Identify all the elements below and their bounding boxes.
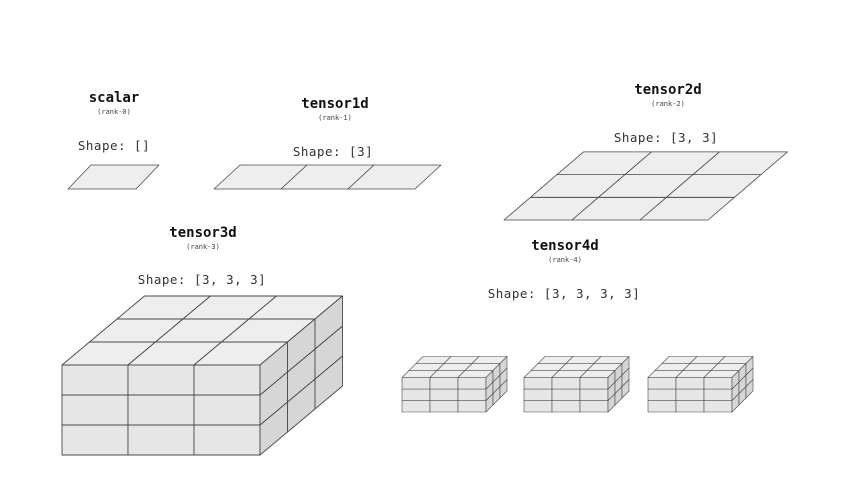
tensor4d-block-2-front-cell xyxy=(523,388,553,401)
tensor3d-front-cell xyxy=(127,364,195,396)
tensor3d-title: tensor3d xyxy=(169,225,237,241)
tensor4d-block-1-front-cell xyxy=(429,377,459,390)
tensor3d-front-cell xyxy=(61,424,129,456)
tensor4d-block-2-front-cell xyxy=(579,400,609,413)
scalar-shape: Shape: [] xyxy=(77,138,151,153)
tensor4d-block-2-side-cell xyxy=(621,356,630,376)
tensor4d-title: tensor4d xyxy=(531,238,599,254)
tensor3d-front-cell xyxy=(127,394,195,426)
tensor4d-block-3-front-cell xyxy=(647,377,677,390)
tensor4d-rank: (rank-4) xyxy=(548,256,582,264)
tensor4d-block-1-front-cell xyxy=(457,400,487,413)
tensor4d-block-3-front-cell xyxy=(647,388,677,401)
tensor4d-block-1-front-cell xyxy=(429,388,459,401)
tensor3d-front-cell xyxy=(127,424,195,456)
tensor4d-block-3-front-cell xyxy=(675,377,705,390)
tensor4d-block-3-front-cell xyxy=(675,388,705,401)
tensor4d-block-1-front-cell xyxy=(401,388,431,401)
tensor4d-block-1-side-cell xyxy=(499,356,508,376)
tensor4d-block-1-front-cell xyxy=(401,400,431,413)
tensor2d-cell xyxy=(692,151,788,176)
tensor1d-title: tensor1d xyxy=(301,96,369,112)
tensor4d-block-2-front-cell xyxy=(523,377,553,390)
tensor3d-rank: (rank-3) xyxy=(186,243,220,251)
tensor4d-block-2-front-cell xyxy=(551,377,581,390)
tensor4d-block-1-front-cell xyxy=(457,388,487,401)
tensor2d-rank: (rank-2) xyxy=(651,100,685,108)
tensor2d-title: tensor2d xyxy=(634,82,702,98)
tensor4d-block-3-front-cell xyxy=(703,388,733,401)
tensor4d-block-2-front-cell xyxy=(579,388,609,401)
tensor4d-block-3-front-cell xyxy=(675,400,705,413)
tensor3d-front-cell xyxy=(193,394,261,426)
tensor4d-shape: Shape: [3, 3, 3, 3] xyxy=(487,286,641,301)
tensor3d-side-cell xyxy=(314,295,343,350)
tensor4d-block-2-front-cell xyxy=(551,388,581,401)
tensor4d-block-1-front-cell xyxy=(429,400,459,413)
scalar-rank: (rank-0) xyxy=(97,108,131,116)
tensor4d-block-2-front-cell xyxy=(579,377,609,390)
scalar-cell xyxy=(67,164,160,190)
tensor3d-front-cell xyxy=(61,364,129,396)
scalar-title: scalar xyxy=(88,90,140,106)
tensor4d-block-3-front-cell xyxy=(703,400,733,413)
tensor2d-shape: Shape: [3, 3] xyxy=(613,130,719,145)
tensor3d-front-cell xyxy=(193,364,261,396)
tensor1d-shape: Shape: [3] xyxy=(292,144,374,159)
tensor4d-block-2-front-cell xyxy=(551,400,581,413)
tensor4d-block-3-front-cell xyxy=(703,377,733,390)
tensor3d-front-cell xyxy=(61,394,129,426)
tensor4d-block-3-front-cell xyxy=(647,400,677,413)
tensor3d-shape: Shape: [3, 3, 3] xyxy=(137,272,267,287)
tensor4d-block-1-front-cell xyxy=(401,377,431,390)
tensor4d-block-3-side-cell xyxy=(745,356,754,376)
tensor4d-block-2-front-cell xyxy=(523,400,553,413)
tensor3d-front-cell xyxy=(193,424,261,456)
tensor1d-rank: (rank-1) xyxy=(318,114,352,122)
tensor4d-block-1-front-cell xyxy=(457,377,487,390)
tensor1d-cell xyxy=(347,164,442,190)
